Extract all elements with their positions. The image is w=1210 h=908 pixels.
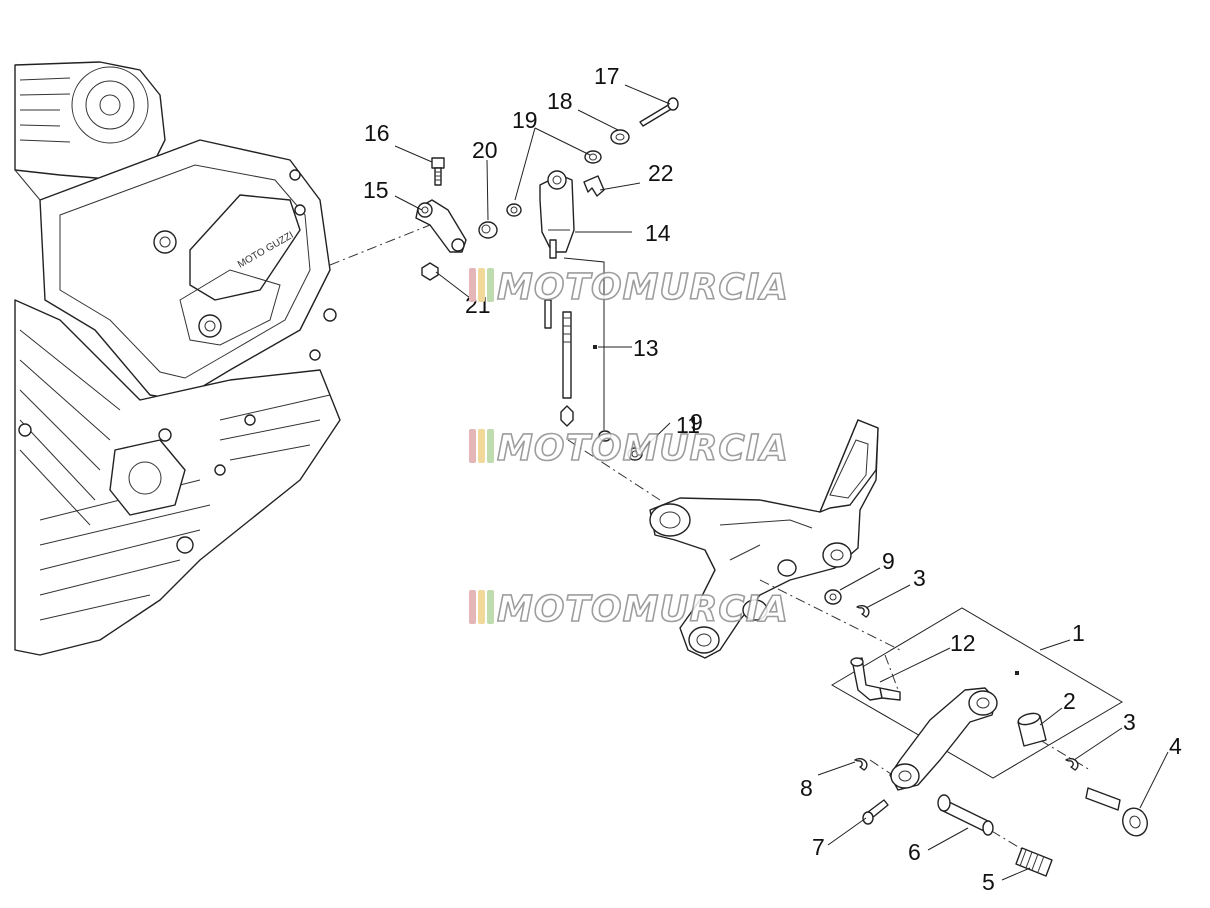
part-3-circlip-a (856, 605, 870, 618)
callout-3: 3 (1123, 709, 1136, 735)
part-17-pin (639, 97, 679, 127)
callout-16: 16 (364, 120, 390, 146)
watermark-stripe (478, 590, 485, 624)
part-11-washer (598, 430, 612, 442)
callout-2: 2 (1063, 688, 1076, 714)
part-11-washer-b (627, 447, 643, 461)
leader-lines (394, 84, 1169, 881)
callout-7: 7 (812, 834, 825, 860)
watermark-stripe (487, 590, 494, 624)
engine-assembly: MOTO GUZZI (14, 61, 341, 656)
callout-12: 12 (950, 630, 976, 656)
part-3-circlip-b (1065, 758, 1079, 771)
callout-18: 18 (547, 88, 573, 114)
part-2-bushing (1017, 712, 1047, 747)
part-6-peg-shaft (937, 794, 994, 836)
watermark-3: MOTOMURCIA (469, 588, 789, 631)
callout-13: 13 (633, 335, 659, 361)
callout-5: 5 (982, 869, 995, 895)
part-12-grease-nipple (850, 657, 901, 701)
callout-9: 9 (882, 548, 895, 574)
watermark-stripe (469, 429, 476, 463)
watermark-stripe (469, 268, 476, 302)
callout-1: 1 (1072, 620, 1085, 646)
watermark-text: MOTOMURCIA (497, 267, 789, 308)
part-18-washer (610, 129, 630, 145)
part-21-nut (421, 262, 439, 281)
part-8-circlip (854, 758, 868, 771)
shift-linkage-group (329, 97, 679, 501)
callout-9-top: 9 (690, 409, 703, 435)
watermark-stripe (487, 429, 494, 463)
watermark-stripe (487, 268, 494, 302)
footrest-bracket (649, 419, 879, 659)
part-4-pivot-bolt (1085, 787, 1148, 837)
part-19-washer-b (584, 150, 602, 164)
part-7-pin (862, 799, 889, 825)
part-20-bushing (478, 221, 498, 239)
watermark-stripe (469, 590, 476, 624)
callout-6: 6 (908, 839, 921, 865)
part-13-rod (544, 299, 574, 427)
callout-15: 15 (363, 177, 389, 203)
part-9-washer (824, 589, 842, 605)
part-14-rod-end (539, 170, 575, 259)
watermark-text: MOTOMURCIA (497, 428, 789, 469)
callout-14: 14 (645, 220, 671, 246)
watermark-text: MOTOMURCIA (497, 589, 789, 630)
callout-21: 21 (465, 292, 491, 318)
watermark-1: MOTOMURCIA (469, 266, 789, 309)
watermark-stripe (478, 268, 485, 302)
part-1-shift-pedal (889, 687, 998, 791)
part-22-clip (583, 175, 605, 197)
callout-3-top: 3 (913, 565, 926, 591)
part-15-shift-lever (415, 199, 467, 253)
part-19-washer-a (506, 203, 522, 217)
callout-8: 8 (800, 775, 813, 801)
watermark-2: MOTOMURCIA (469, 427, 789, 470)
watermark-stripe (478, 429, 485, 463)
callout-19: 19 (512, 107, 538, 133)
part-16-bolt (431, 157, 445, 186)
part-5-rubber-peg (1015, 847, 1053, 877)
callout-22: 22 (648, 160, 674, 186)
callout-20: 20 (472, 137, 498, 163)
callout-17: 17 (594, 63, 620, 89)
callout-numbers: 17 18 19 16 20 22 15 14 21 13 11 9 9 3 1… (363, 63, 1182, 895)
callout-11: 11 (676, 412, 700, 438)
callout-4: 4 (1169, 733, 1182, 759)
